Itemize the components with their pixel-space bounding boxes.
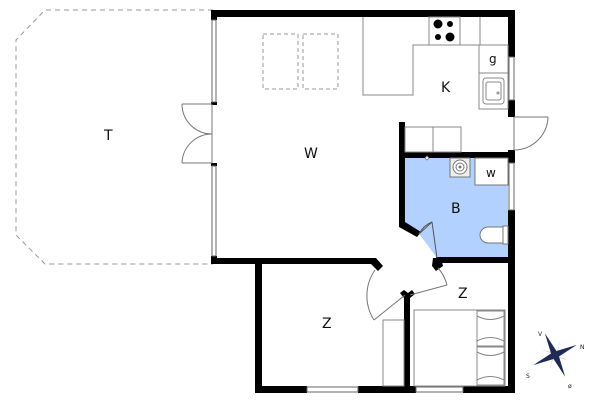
wardrobe-units (404, 126, 462, 153)
room-label-living: W (304, 146, 318, 162)
bathroom-walls (399, 122, 515, 271)
compass-south: S (526, 373, 530, 380)
room-label-kitchen: K (441, 80, 451, 96)
kitchen-counters (362, 16, 509, 110)
windows (211, 19, 515, 393)
compass-west: V (538, 331, 543, 338)
exterior-walls (211, 10, 515, 393)
stove-burners-icon (433, 19, 455, 42)
compass-north: N (580, 344, 585, 351)
bathroom-fixtures (449, 157, 509, 245)
bedroom-right-door[interactable] (409, 267, 448, 296)
room-label-terrace: T (103, 128, 113, 144)
terrace (15, 9, 213, 265)
wardrobe (382, 319, 405, 387)
terrace-door[interactable] (181, 103, 213, 164)
compass-east: ø (568, 383, 572, 390)
room-label-bedroom-right: Z (458, 286, 468, 302)
bathroom-door[interactable] (418, 221, 438, 259)
washer-label: w (486, 166, 496, 180)
bedroom-divider-wall (400, 290, 415, 393)
fridge-label: g (489, 52, 497, 66)
compass-rose-icon: V N S ø (526, 331, 585, 390)
kitchen-exterior-door[interactable] (513, 116, 549, 151)
room-label-bedroom-left: Z (322, 316, 332, 332)
double-bed (413, 309, 506, 387)
room-label-bathroom: B (451, 201, 461, 217)
dining-tables (262, 33, 339, 90)
bedroom-left-door[interactable] (366, 269, 406, 321)
